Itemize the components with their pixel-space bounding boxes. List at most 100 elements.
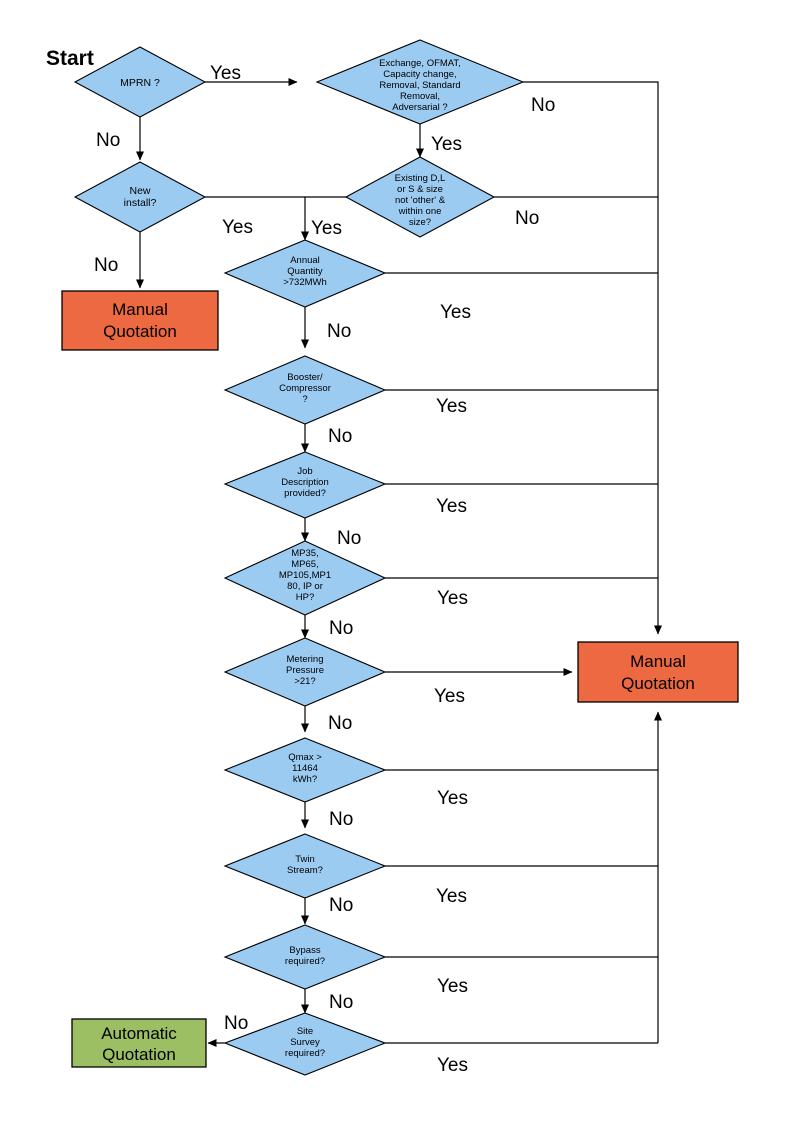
decision-newinstall-label-1: New xyxy=(129,185,150,197)
label-twin-yes: Yes xyxy=(436,886,467,907)
decision-existing-label-5: size? xyxy=(409,217,431,228)
decision-annual-label-1: Annual xyxy=(290,255,320,266)
decision-exchange-label-1: Exchange, OFMAT, xyxy=(379,58,461,69)
decision-mprn-shape[interactable] xyxy=(73,46,207,118)
terminal-manual-left-shape[interactable] xyxy=(61,290,219,351)
decision-booster[interactable]: Booster/ Compressor ? xyxy=(223,355,387,425)
label-mprn-yes: Yes xyxy=(210,63,241,84)
decision-existing-label-3: not 'other' & xyxy=(395,195,446,206)
decision-jobdesc[interactable]: Job Description provided? xyxy=(223,451,387,519)
terminal-manual-left-label-1: Manual xyxy=(112,300,168,319)
decision-mprn-label: MPRN ? xyxy=(120,77,160,89)
decision-jobdesc-shape[interactable] xyxy=(223,451,387,519)
label-existing-yes: Yes xyxy=(311,218,342,239)
label-qmax-yes: Yes xyxy=(437,788,468,809)
start-label: Start xyxy=(46,47,94,70)
decision-booster-label-2: Compressor xyxy=(279,383,331,394)
decision-qmax-label-1: Qmax > xyxy=(288,752,322,763)
decision-annual[interactable]: Annual Quantity >732MWh xyxy=(223,239,387,308)
decision-existing-label-1: Existing D,L xyxy=(395,173,446,184)
decision-jobdesc-label-3: provided? xyxy=(284,488,326,499)
label-existing-no: No xyxy=(515,208,539,229)
terminal-manual-left-label-2: Quotation xyxy=(103,322,177,341)
decision-mpsizes-label-2: MP65, xyxy=(291,559,318,570)
terminal-automatic-label-2: Quotation xyxy=(102,1045,176,1064)
terminal-manual-right-label-1: Manual xyxy=(630,652,686,671)
decision-qmax[interactable]: Qmax > 11464 kWh? xyxy=(223,737,387,803)
decision-mpsizes[interactable]: MP35, MP65, MP105,MP1 80, IP or HP? xyxy=(223,540,387,616)
decision-twin-shape[interactable] xyxy=(223,833,387,899)
label-booster-no: No xyxy=(328,426,352,447)
terminal-manual-left[interactable]: Manual Quotation xyxy=(61,290,219,351)
label-newinstall-yes: Yes xyxy=(222,217,253,238)
label-annual-yes: Yes xyxy=(440,302,471,323)
decision-bypass-label-1: Bypass xyxy=(289,945,320,956)
decision-sitesurvey-label-2: Survey xyxy=(290,1037,320,1048)
decision-twin-label-2: Stream? xyxy=(287,865,323,876)
decision-bypass-label-2: required? xyxy=(285,956,325,967)
decision-exchange-shape[interactable] xyxy=(315,39,525,125)
decision-metering-shape[interactable] xyxy=(223,637,387,707)
terminal-automatic-shape[interactable] xyxy=(71,1018,207,1068)
decision-jobdesc-label-1: Job xyxy=(297,466,312,477)
decision-exchange-label-5: Adversarial ? xyxy=(392,102,447,113)
decision-twin[interactable]: Twin Stream? xyxy=(223,833,387,899)
label-exchange-yes: Yes xyxy=(431,134,462,155)
decision-mpsizes-shape[interactable] xyxy=(223,540,387,616)
decision-booster-shape[interactable] xyxy=(223,355,387,425)
decision-booster-label-1: Booster/ xyxy=(287,372,323,383)
decision-existing-label-4: within one xyxy=(398,206,442,217)
decision-exchange-label-4: Removal, xyxy=(400,91,440,102)
label-mpsizes-yes: Yes xyxy=(437,588,468,609)
decision-twin-label-1: Twin xyxy=(295,854,315,865)
decision-newinstall-shape[interactable] xyxy=(73,161,207,233)
decision-annual-label-2: Quantity xyxy=(287,266,323,277)
decision-annual-label-3: >732MWh xyxy=(283,277,327,288)
decision-bypass-shape[interactable] xyxy=(223,924,387,990)
terminal-manual-right[interactable]: Manual Quotation xyxy=(577,641,739,703)
label-metering-yes: Yes xyxy=(434,686,465,707)
edge-exchange-no xyxy=(523,81,662,635)
decision-annual-shape[interactable] xyxy=(223,239,387,308)
decision-mpsizes-label-5: HP? xyxy=(296,592,314,603)
edge-labels: Start Yes No No Yes Yes No Yes No Yes No… xyxy=(46,47,555,1076)
label-mpsizes-no: No xyxy=(329,618,353,639)
decision-mpsizes-label-3: MP105,MP1 xyxy=(279,570,331,581)
label-sitesurvey-no: No xyxy=(224,1013,248,1034)
decision-exchange[interactable]: Exchange, OFMAT, Capacity change, Remova… xyxy=(315,39,525,125)
decision-metering-label-3: >21? xyxy=(294,676,315,687)
decision-existing[interactable]: Existing D,L or S & size not 'other' & w… xyxy=(344,156,496,238)
label-metering-no: No xyxy=(328,713,352,734)
terminal-manual-right-label-2: Quotation xyxy=(621,674,695,693)
label-sitesurvey-yes: Yes xyxy=(437,1055,468,1076)
label-booster-yes: Yes xyxy=(436,396,467,417)
decision-metering[interactable]: Metering Pressure >21? xyxy=(223,637,387,707)
decision-exchange-label-2: Capacity change, xyxy=(383,69,456,80)
label-bypass-no: No xyxy=(329,992,353,1013)
decision-bypass[interactable]: Bypass required? xyxy=(223,924,387,990)
decision-mprn[interactable]: MPRN ? xyxy=(73,46,207,118)
label-annual-no: No xyxy=(327,321,351,342)
label-bypass-yes: Yes xyxy=(437,976,468,997)
decision-existing-shape[interactable] xyxy=(344,156,496,238)
label-mprn-no: No xyxy=(96,130,120,151)
decision-mpsizes-label-1: MP35, xyxy=(291,548,318,559)
decision-jobdesc-label-2: Description xyxy=(281,477,329,488)
terminal-manual-right-shape[interactable] xyxy=(577,641,739,703)
decision-sitesurvey-label-1: Site xyxy=(297,1026,313,1037)
decision-qmax-label-3: kWh? xyxy=(293,774,317,785)
decision-sitesurvey[interactable]: Site Survey required? xyxy=(223,1012,387,1076)
decision-sitesurvey-label-3: required? xyxy=(285,1048,325,1059)
decision-sitesurvey-shape[interactable] xyxy=(223,1012,387,1076)
label-jobdesc-no: No xyxy=(337,528,361,549)
label-jobdesc-yes: Yes xyxy=(436,496,467,517)
decision-metering-label-2: Pressure xyxy=(286,665,324,676)
terminal-automatic[interactable]: Automatic Quotation xyxy=(71,1018,207,1068)
decision-metering-label-1: Metering xyxy=(287,654,324,665)
decision-exchange-label-3: Removal, Standard xyxy=(379,80,460,91)
decision-newinstall[interactable]: New install? xyxy=(73,161,207,233)
decision-qmax-shape[interactable] xyxy=(223,737,387,803)
